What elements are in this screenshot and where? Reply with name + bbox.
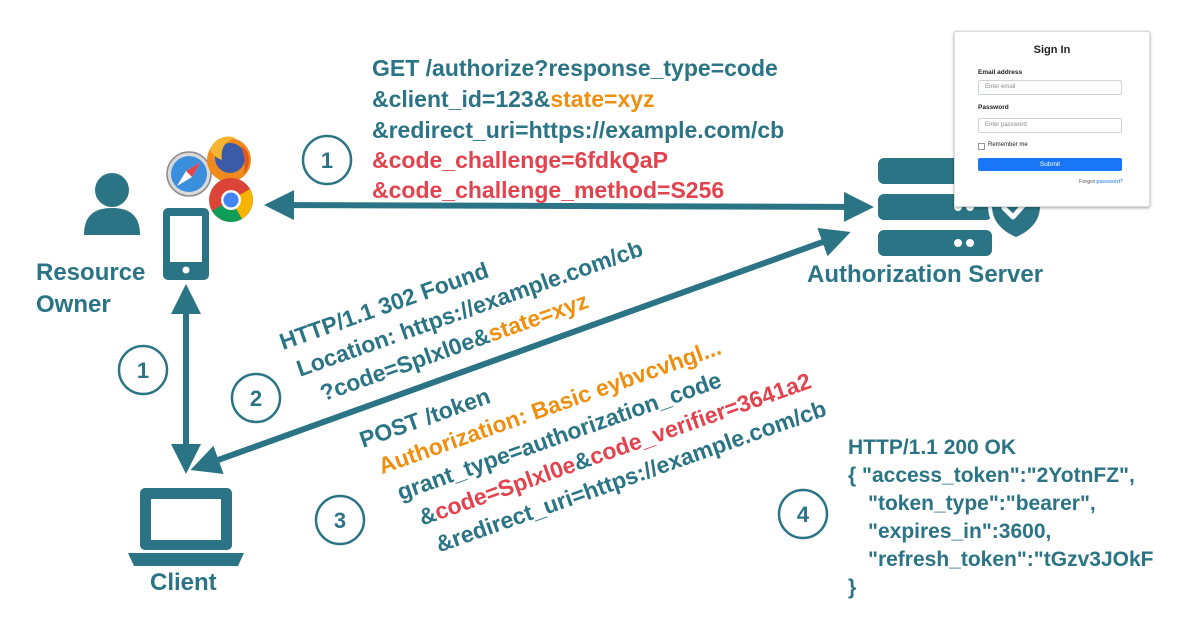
authorize-request-line5: &code_challenge_method=S256: [372, 177, 724, 203]
remember-label: Remember me: [988, 142, 1028, 148]
step-4: 4: [777, 488, 829, 540]
token-response-line3: "token_type":"bearer",: [868, 492, 1096, 515]
laptop-icon: [128, 488, 244, 566]
firefox-icon: [207, 136, 251, 182]
resource-owner-label-line2: Owner: [36, 291, 111, 318]
step-3: 3: [314, 494, 366, 546]
password-field[interactable]: Enter password: [978, 118, 1122, 133]
client-id-param: &client_id=123&: [372, 86, 550, 112]
chrome-icon: [209, 178, 253, 222]
forgot-password-link[interactable]: password?: [1096, 179, 1123, 185]
authorize-request-line3: &redirect_uri=https://example.com/cb: [372, 117, 784, 143]
forgot-password: Forgot password?: [1079, 179, 1123, 185]
step-1-top: 1: [301, 134, 353, 186]
authorize-request-line2: &client_id=123&state=xyz: [372, 86, 655, 112]
signin-form-card: Sign In Email address Enter email Passwo…: [954, 31, 1150, 207]
authorize-request-line4: &code_challenge=6fdkQaP: [372, 147, 668, 173]
step-3-number: 3: [334, 508, 346, 533]
step-2-number: 2: [250, 386, 262, 411]
token-response-line1: HTTP/1.1 200 OK: [848, 436, 1016, 459]
token-response-line6: }: [848, 576, 856, 599]
step-1-top-number: 1: [321, 148, 333, 173]
authorize-request: GET /authorize?response_type=code &clien…: [372, 55, 784, 203]
remember-checkbox[interactable]: [978, 143, 985, 150]
email-label: Email address: [978, 69, 1023, 76]
token-response-line5: "refresh_token":"tGzv3JOkF: [868, 548, 1154, 571]
submit-button[interactable]: Submit: [978, 158, 1122, 171]
forgot-prefix: Forgot: [1078, 179, 1095, 185]
password-label: Password: [978, 104, 1009, 111]
step-1-left-number: 1: [137, 358, 149, 383]
step-1-left: 1: [117, 344, 169, 396]
step-2: 2: [230, 372, 282, 424]
smartphone-icon: [163, 208, 209, 280]
safari-icon: [166, 151, 212, 197]
token-response-line2: { "access_token":"2YotnFZ",: [848, 464, 1135, 487]
authorization-server-label: Authorization Server: [807, 261, 1043, 288]
state-param: state=xyz: [550, 86, 654, 112]
token-response-line4: "expires_in":3600,: [868, 520, 1051, 543]
resource-owner-label-line1: Resource: [36, 259, 145, 286]
person-icon: [84, 173, 140, 235]
step-4-number: 4: [797, 502, 810, 527]
client-label: Client: [150, 569, 217, 596]
arrow-client-to-owner: [264, 190, 874, 222]
authorize-request-line1: GET /authorize?response_type=code: [372, 55, 778, 81]
email-field[interactable]: Enter email: [978, 80, 1122, 95]
token-response: HTTP/1.1 200 OK { "access_token":"2YotnF…: [848, 436, 1154, 599]
signin-title: Sign In: [1033, 44, 1071, 56]
arrow-client-server: [190, 228, 851, 474]
